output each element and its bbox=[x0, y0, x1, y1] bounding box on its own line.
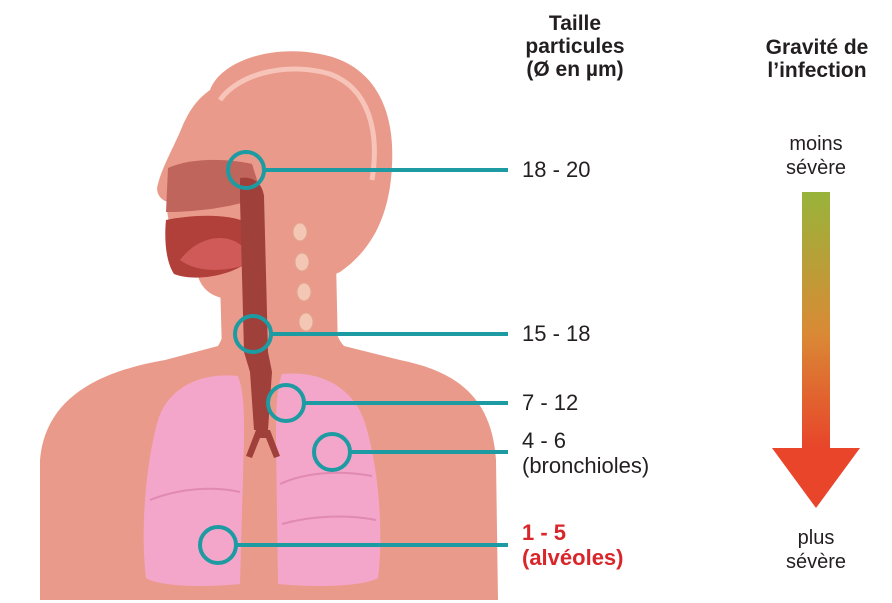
label-bronchioles-site: (bronchioles) bbox=[522, 453, 649, 478]
label-bronchioles-value: 4 - 6 bbox=[522, 428, 649, 453]
size-header-line1: Taille bbox=[500, 12, 650, 35]
severity-arrow-shaft bbox=[802, 192, 830, 448]
severity-top-line2: sévère bbox=[756, 156, 876, 180]
size-header-line3: (Ø en µm) bbox=[500, 58, 650, 81]
label-pharynx: 15 - 18 bbox=[522, 321, 591, 346]
gravity-header-line2: l’infection bbox=[742, 59, 892, 82]
label-alveoli-site: (alvéoles) bbox=[522, 545, 624, 570]
size-header-line2: particules bbox=[500, 35, 650, 58]
size-header: Taille particules (Ø en µm) bbox=[500, 12, 650, 81]
severity-arrow-head bbox=[772, 448, 860, 508]
gravity-header: Gravité de l’infection bbox=[742, 36, 892, 82]
label-nasal-value: 18 - 20 bbox=[522, 157, 591, 182]
label-alveoli-value: 1 - 5 bbox=[522, 520, 624, 545]
label-trachea: 7 - 12 bbox=[522, 390, 578, 415]
severity-top-line1: moins bbox=[756, 132, 876, 156]
label-pharynx-value: 15 - 18 bbox=[522, 321, 591, 346]
label-trachea-value: 7 - 12 bbox=[522, 390, 578, 415]
severity-bottom-line1: plus bbox=[756, 526, 876, 550]
severity-top-label: moins sévère bbox=[756, 132, 876, 180]
label-alveoli: 1 - 5 (alvéoles) bbox=[522, 520, 624, 570]
label-nasal: 18 - 20 bbox=[522, 157, 591, 182]
label-bronchioles: 4 - 6 (bronchioles) bbox=[522, 428, 649, 478]
severity-bottom-line2: sévère bbox=[756, 550, 876, 574]
severity-bottom-label: plus sévère bbox=[756, 526, 876, 574]
gravity-header-line1: Gravité de bbox=[742, 36, 892, 59]
